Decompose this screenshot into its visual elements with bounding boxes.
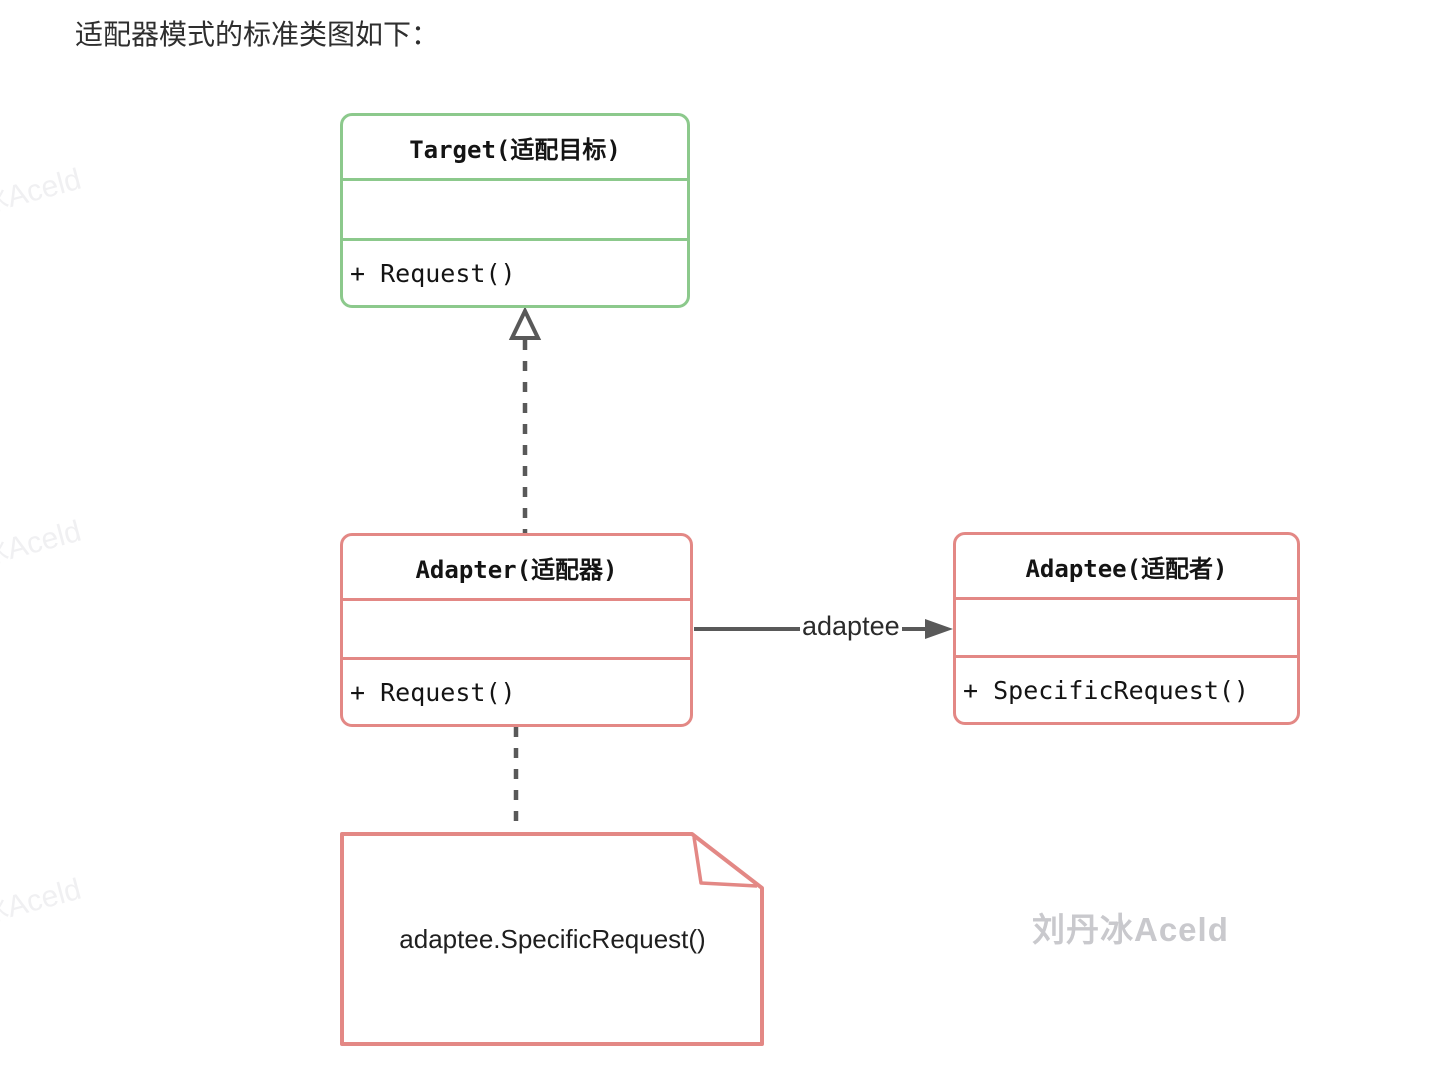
class-adapter-name: Adapter(适配器): [343, 536, 690, 601]
class-target-attributes: [343, 181, 687, 241]
note-text: adaptee.SpecificRequest(): [399, 924, 706, 954]
watermark: 刘丹冰Aceld: [1032, 911, 1229, 948]
class-target: Target(适配目标) + Request(): [340, 113, 690, 308]
class-adaptee-method: + SpecificRequest(): [963, 675, 1249, 705]
hollow-triangle-arrowhead-icon: [508, 306, 542, 340]
association-label: adaptee: [800, 611, 902, 642]
page-title: 适配器模式的标准类图如下：: [75, 19, 440, 50]
class-adaptee: Adaptee(适配者) + SpecificRequest(): [953, 532, 1300, 725]
class-adaptee-name: Adaptee(适配者): [956, 535, 1297, 600]
filled-arrowhead-icon: [925, 619, 953, 639]
note-box: [340, 832, 764, 1046]
class-adapter-attributes: [343, 601, 690, 660]
class-target-name: Target(适配目标): [343, 116, 687, 181]
realization-arrow: [508, 306, 542, 533]
class-adapter-method: + Request(): [350, 677, 516, 707]
class-target-method: + Request(): [350, 258, 516, 288]
folded-corner-icon: [692, 836, 758, 888]
class-adaptee-attributes: [956, 600, 1297, 658]
class-adapter: Adapter(适配器) + Request(): [340, 533, 693, 727]
